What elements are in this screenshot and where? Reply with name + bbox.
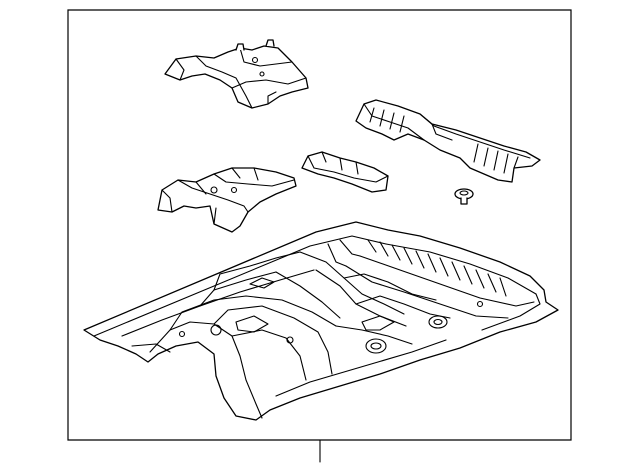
small-floor-reinforcement xyxy=(302,152,388,192)
upper-crossmember-bracket xyxy=(165,40,308,108)
floor-pan xyxy=(84,222,558,420)
rear-seat-crossmember xyxy=(356,100,540,182)
plug-grommet xyxy=(455,189,473,204)
front-seat-bracket xyxy=(158,168,296,232)
